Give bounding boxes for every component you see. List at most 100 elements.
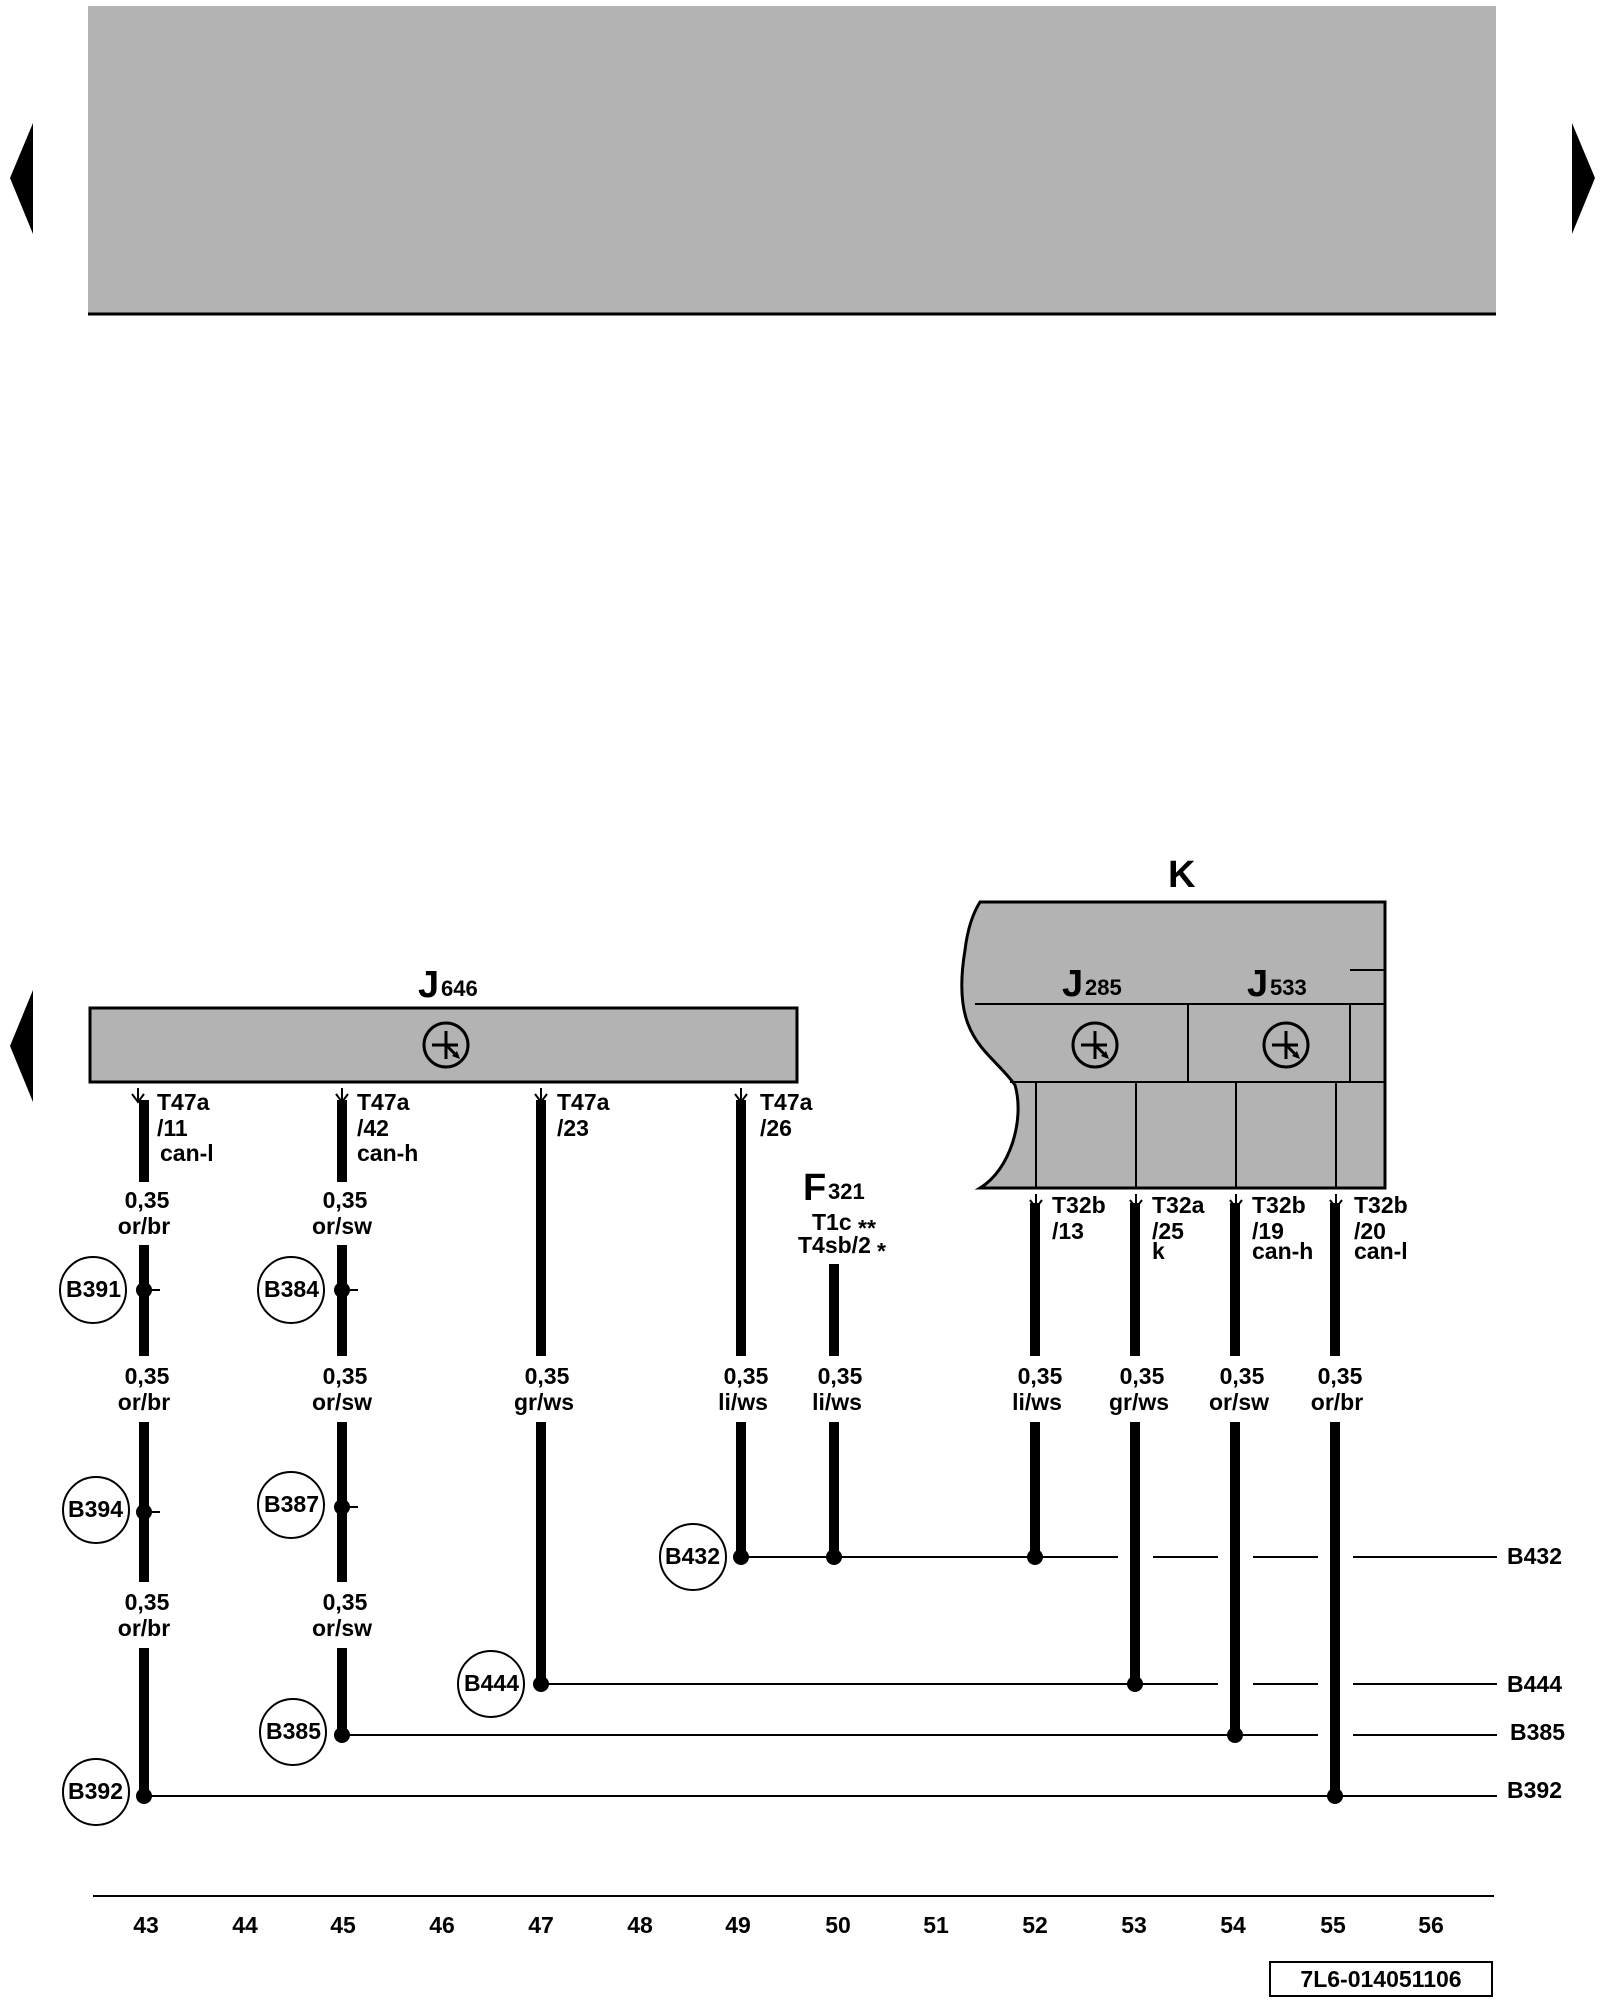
pin-j646-2-l3: can-h — [357, 1140, 418, 1166]
j533-label-number: 533 — [1270, 975, 1307, 1000]
wire-52-size: 0,35 — [1018, 1363, 1063, 1389]
wire-45a-color: or/sw — [312, 1213, 372, 1239]
junction-dots — [136, 1282, 1343, 1804]
j533-electronic-icon — [1262, 1021, 1310, 1069]
pin-j646-1-l1: T47a — [157, 1089, 210, 1115]
wire-54-size: 0,35 — [1220, 1363, 1265, 1389]
j646-electronic-icon — [422, 1021, 470, 1069]
doc-id: 7L6-014051106 — [1300, 1966, 1461, 1992]
k-label: K — [1168, 854, 1196, 896]
doc-id-box — [1269, 1961, 1493, 1997]
wire-55-color: or/br — [1311, 1389, 1363, 1415]
wire-49-color: li/ws — [718, 1389, 768, 1415]
pin-j646-3-l2: /23 — [557, 1115, 589, 1141]
column-number: 53 — [1121, 1912, 1147, 1938]
pin-j646-1-l3: can-l — [160, 1140, 214, 1166]
wire-52-color: li/ws — [1012, 1389, 1062, 1415]
wire-53-color: gr/ws — [1109, 1389, 1169, 1415]
wire-45b-size: 0,35 — [323, 1363, 368, 1389]
column-number: 54 — [1220, 1912, 1246, 1938]
bus-lines — [144, 1556, 1497, 1797]
connector-b394-circle — [62, 1476, 130, 1544]
column-number: 47 — [528, 1912, 554, 1938]
f321-pin1-mark: ** — [858, 1215, 876, 1241]
connector-b384-circle — [257, 1256, 325, 1324]
pin-k-4-l2: /20 — [1354, 1218, 1386, 1244]
wire-43c-color: or/br — [118, 1615, 170, 1641]
header-panel — [88, 6, 1496, 313]
wire-49-size: 0,35 — [724, 1363, 769, 1389]
wire-47-size: 0,35 — [525, 1363, 570, 1389]
k-unit — [960, 900, 1387, 1190]
bus-label-b444: B444 — [1507, 1671, 1562, 1697]
pin-k-2-l1: T32a — [1152, 1192, 1205, 1218]
j646-label-number: 646 — [441, 976, 478, 1001]
connector-b385-circle — [259, 1698, 327, 1766]
wire-45a-size: 0,35 — [323, 1187, 368, 1213]
connector-b444-circle — [457, 1650, 525, 1718]
j285-label-letter: J — [1062, 963, 1083, 1005]
wire-43a-size: 0,35 — [125, 1187, 170, 1213]
connector-b387-circle — [257, 1471, 325, 1539]
j285-electronic-icon — [1071, 1021, 1119, 1069]
bus-label-b392: B392 — [1507, 1777, 1562, 1803]
column-number: 49 — [725, 1912, 751, 1938]
pin-k-4-l1: T32b — [1354, 1192, 1408, 1218]
connector-b384: B384 — [264, 1276, 319, 1302]
connector-b385: B385 — [266, 1718, 321, 1744]
thick-wires — [139, 1100, 1340, 1796]
pin-k-3-l1: T32b — [1252, 1192, 1306, 1218]
wire-53-size: 0,35 — [1120, 1363, 1165, 1389]
pin-k-1-l2: /13 — [1052, 1218, 1084, 1244]
pin-k-4-l3: can-l — [1354, 1238, 1408, 1264]
connector-b392-circle — [62, 1758, 130, 1826]
pin-k-1-l1: T32b — [1052, 1192, 1106, 1218]
column-number: 50 — [825, 1912, 851, 1938]
pin-j646-1-l2: /11 — [157, 1115, 188, 1141]
j646-label-letter: J — [418, 964, 439, 1006]
pin-k-2-l3: k — [1152, 1238, 1165, 1264]
column-number: 56 — [1418, 1912, 1444, 1938]
prev-link-icon[interactable] — [10, 990, 33, 1102]
pin-j646-3-l1: T47a — [557, 1089, 610, 1115]
f321-pin2: T4sb/2 — [798, 1232, 871, 1258]
connector-b391: B391 — [66, 1276, 121, 1302]
wire-45c-size: 0,35 — [323, 1589, 368, 1615]
f321-label-letter: F — [803, 1167, 826, 1209]
connector-b392: B392 — [68, 1778, 123, 1804]
connector-b394: B394 — [68, 1496, 123, 1522]
pin-k-3-l2: /19 — [1252, 1218, 1284, 1244]
wire-50-size: 0,35 — [818, 1363, 863, 1389]
connector-b444: B444 — [464, 1670, 519, 1696]
next-page-icon[interactable] — [1572, 123, 1595, 234]
column-number: 48 — [627, 1912, 653, 1938]
pin-k-3-l3: can-h — [1252, 1238, 1313, 1264]
column-number: 46 — [429, 1912, 455, 1938]
wire-45b-color: or/sw — [312, 1389, 372, 1415]
wire-47-color: gr/ws — [514, 1389, 574, 1415]
j285-label-number: 285 — [1085, 975, 1122, 1000]
pin-j646-4-l2: /26 — [760, 1115, 792, 1141]
pin-j646-2-l2: /42 — [357, 1115, 389, 1141]
connector-b432-circle — [659, 1523, 727, 1591]
pin-j646-2-l1: T47a — [357, 1089, 410, 1115]
pin-k-2-l2: /25 — [1152, 1218, 1184, 1244]
wire-45c-color: or/sw — [312, 1615, 372, 1641]
column-number: 51 — [923, 1912, 949, 1938]
prev-page-icon[interactable] — [10, 123, 33, 234]
column-number: 45 — [330, 1912, 356, 1938]
bus-label-b385: B385 — [1510, 1719, 1565, 1745]
bus-label-b432: B432 — [1507, 1543, 1562, 1569]
wire-54-color: or/sw — [1209, 1389, 1269, 1415]
column-number: 55 — [1320, 1912, 1346, 1938]
connector-b432: B432 — [665, 1543, 720, 1569]
column-numbers: 43 44 45 46 47 48 49 50 51 52 53 54 55 5… — [133, 1912, 1444, 1938]
wire-55-size: 0,35 — [1318, 1363, 1363, 1389]
wire-43c-size: 0,35 — [125, 1589, 170, 1615]
column-number: 52 — [1022, 1912, 1048, 1938]
connector-b387: B387 — [264, 1491, 319, 1517]
f321-pin1: T1c — [812, 1209, 852, 1235]
wire-43b-size: 0,35 — [125, 1363, 170, 1389]
f321-pin2-mark: * — [877, 1238, 886, 1264]
